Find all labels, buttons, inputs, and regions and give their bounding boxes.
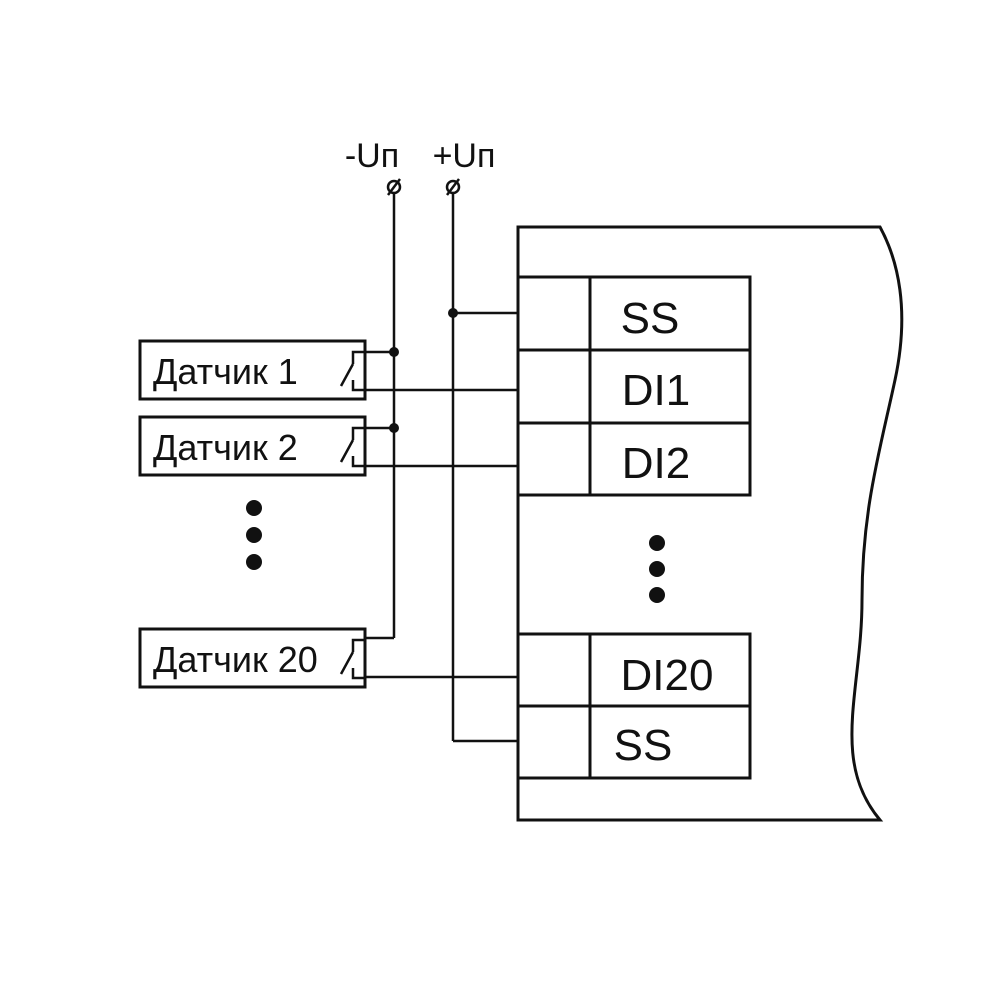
- terminal-block-lower: [516, 632, 752, 780]
- sensor-ellipsis: [246, 500, 262, 570]
- sensor-box-20: [138, 627, 367, 689]
- switch-contact-icon: [339, 638, 365, 680]
- switch-contact-icon: [339, 426, 365, 468]
- terminal-label-ss-bottom: SS: [614, 721, 673, 770]
- sensor-label-2: Датчик 2: [153, 427, 298, 468]
- sensor-box-1: [138, 339, 367, 401]
- terminal-label-di1: DI1: [622, 366, 690, 415]
- terminal-label-di20: DI20: [621, 651, 714, 700]
- minus-supply-wire: [365, 193, 399, 640]
- terminal-label-ss-top: SS: [621, 294, 680, 343]
- switch-contact-icon: [339, 350, 365, 392]
- terminal-ellipsis: [649, 535, 665, 603]
- plus-terminal-icon: [445, 178, 461, 196]
- minus-terminal-icon: [386, 178, 402, 196]
- terminal-block-upper: [516, 275, 752, 497]
- sensor-box-2: [138, 415, 367, 477]
- terminal-label-di2: DI2: [622, 439, 690, 488]
- plus-supply-label: +Uп: [433, 137, 496, 175]
- sensor-label-1: Датчик 1: [153, 351, 298, 392]
- device-outline: [516, 225, 904, 822]
- sensor-label-20: Датчик 20: [153, 639, 318, 680]
- minus-supply-label: -Uп: [345, 137, 399, 175]
